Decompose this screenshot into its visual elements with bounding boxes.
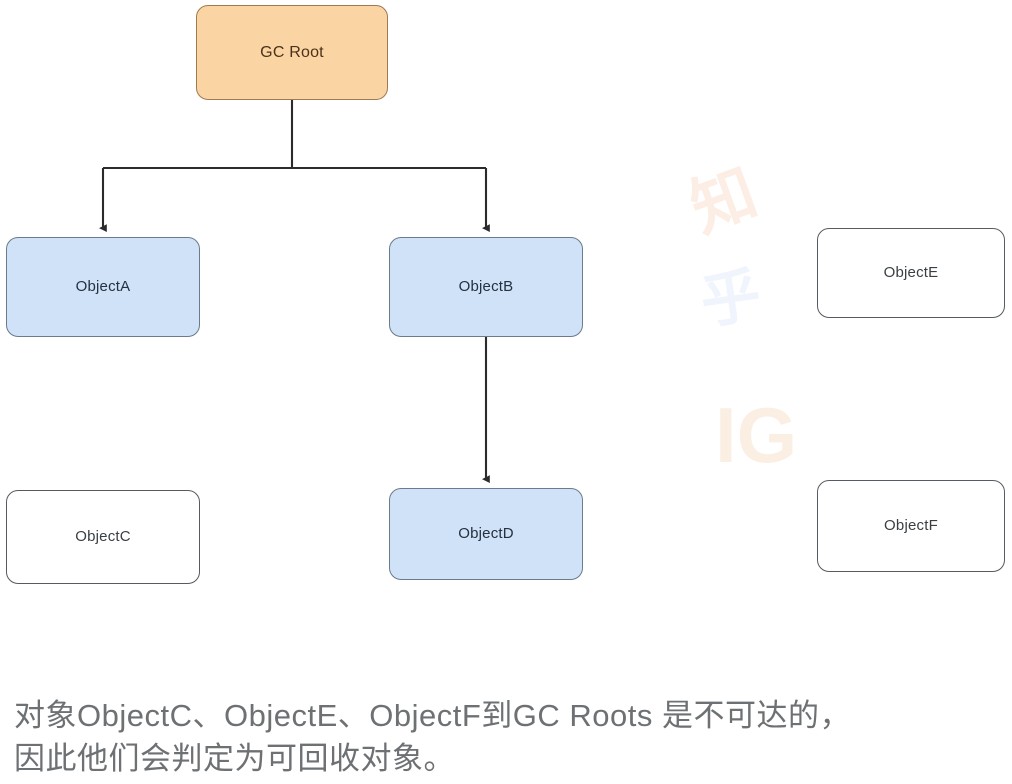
watermark-glyph-1: 知 — [681, 155, 767, 246]
node-object-e[interactable]: ObjectE — [817, 228, 1005, 318]
node-object-c[interactable]: ObjectC — [6, 490, 200, 584]
node-object-d[interactable]: ObjectD — [389, 488, 583, 580]
watermark-glyph-3: IG — [715, 391, 798, 479]
node-object-e-label: ObjectE — [883, 264, 939, 281]
node-object-c-label: ObjectC — [75, 528, 131, 545]
node-object-b-label: ObjectB — [458, 278, 514, 295]
node-object-d-label: ObjectD — [458, 525, 514, 542]
watermark-glyph-2: 乎 — [696, 261, 766, 336]
edge-root-to-children — [99, 100, 490, 233]
node-object-b[interactable]: ObjectB — [389, 237, 583, 337]
node-object-a-label: ObjectA — [75, 278, 131, 295]
node-object-f[interactable]: ObjectF — [817, 480, 1005, 572]
caption-text: 对象ObjectC、ObjectE、ObjectF到GC Roots 是不可达的… — [14, 694, 1004, 780]
node-gc-root-label: GC Root — [260, 43, 324, 61]
caption-line-1: 对象ObjectC、ObjectE、ObjectF到GC Roots 是不可达的… — [14, 698, 851, 733]
node-object-f-label: ObjectF — [884, 517, 938, 534]
node-gc-root[interactable]: GC Root — [196, 5, 388, 100]
node-object-a[interactable]: ObjectA — [6, 237, 200, 337]
caption-line-2: 因此他们会判定为可回收对象。 — [14, 741, 455, 776]
